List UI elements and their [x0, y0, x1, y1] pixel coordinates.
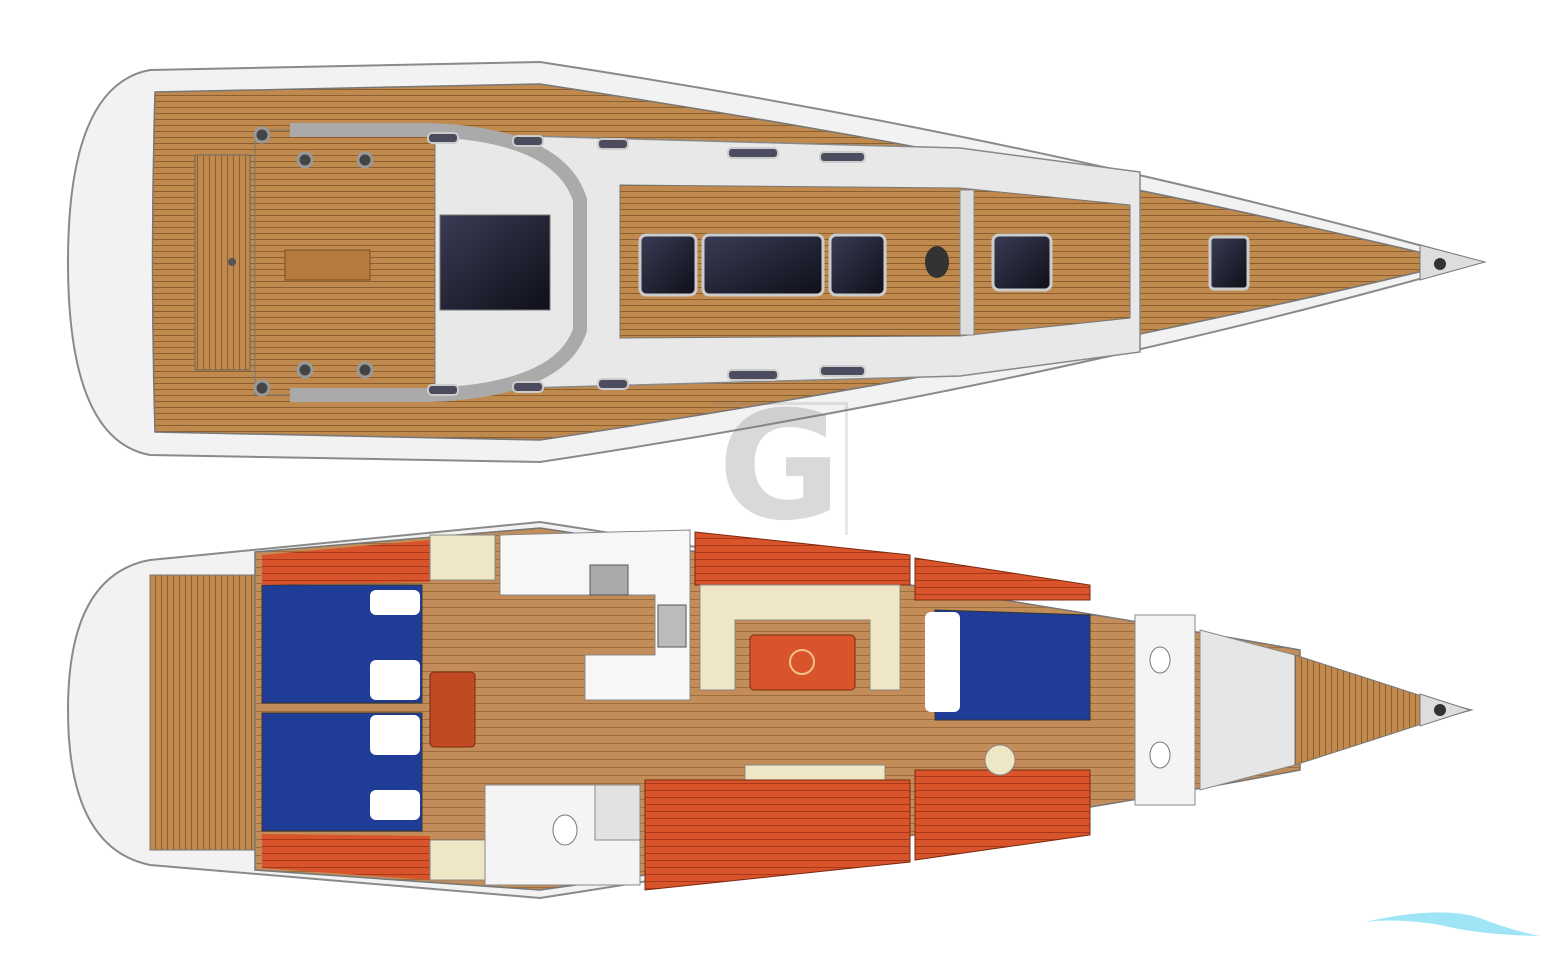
- pillows: [370, 590, 420, 615]
- hatch: [991, 233, 1053, 292]
- mast: [925, 246, 949, 278]
- hatch: [701, 233, 825, 297]
- cockpit-table: [284, 249, 371, 281]
- sink: [657, 604, 687, 648]
- hatch: [638, 233, 698, 297]
- watermark-frame: [712, 402, 848, 535]
- u-settee: [699, 584, 901, 691]
- cockpit-coaming: [290, 123, 587, 402]
- toilet: [552, 814, 578, 846]
- deck-plan: [66, 60, 1487, 464]
- saloon-lining: [644, 779, 911, 891]
- table-compass: [789, 649, 815, 675]
- forward-cabin-lining: [914, 557, 1091, 601]
- forward-cabin-lining: [914, 769, 1091, 861]
- stove: [589, 564, 629, 596]
- portlights: [427, 132, 866, 396]
- sink: [1149, 741, 1171, 769]
- pillows: [370, 660, 420, 700]
- stool: [984, 744, 1016, 776]
- hatch: [1208, 235, 1250, 291]
- mast-base: [959, 189, 975, 336]
- swim-platform: [149, 574, 256, 851]
- pillows: [370, 715, 420, 755]
- chain-locker: [1199, 629, 1296, 791]
- pillows: [925, 612, 960, 712]
- watermark-logo: G: [717, 380, 842, 554]
- helm-wheel: [228, 258, 236, 266]
- brand-logo-swoosh: [1365, 912, 1540, 936]
- interior-layout: [66, 520, 1474, 900]
- pillows: [370, 790, 420, 820]
- saloon-table: [749, 634, 856, 691]
- hull-lining: [262, 540, 430, 585]
- foredeck-teak: [1294, 654, 1467, 766]
- toilet: [1149, 646, 1171, 674]
- hull-lining: [262, 834, 430, 880]
- shower: [594, 784, 641, 841]
- wardrobe: [429, 534, 496, 581]
- wardrobe: [429, 839, 486, 881]
- hatch: [828, 233, 887, 297]
- galley: [499, 529, 691, 701]
- anchor-windlass: [1434, 704, 1446, 716]
- bow-fitting: [1419, 244, 1487, 281]
- helm-station: [194, 154, 251, 371]
- winches: [253, 126, 374, 397]
- saloon-lining: [694, 531, 911, 586]
- forward-head: [1134, 614, 1196, 806]
- anchor-windlass: [1434, 258, 1446, 270]
- companionway-steps: [429, 671, 476, 748]
- companionway-hatch: [439, 214, 551, 311]
